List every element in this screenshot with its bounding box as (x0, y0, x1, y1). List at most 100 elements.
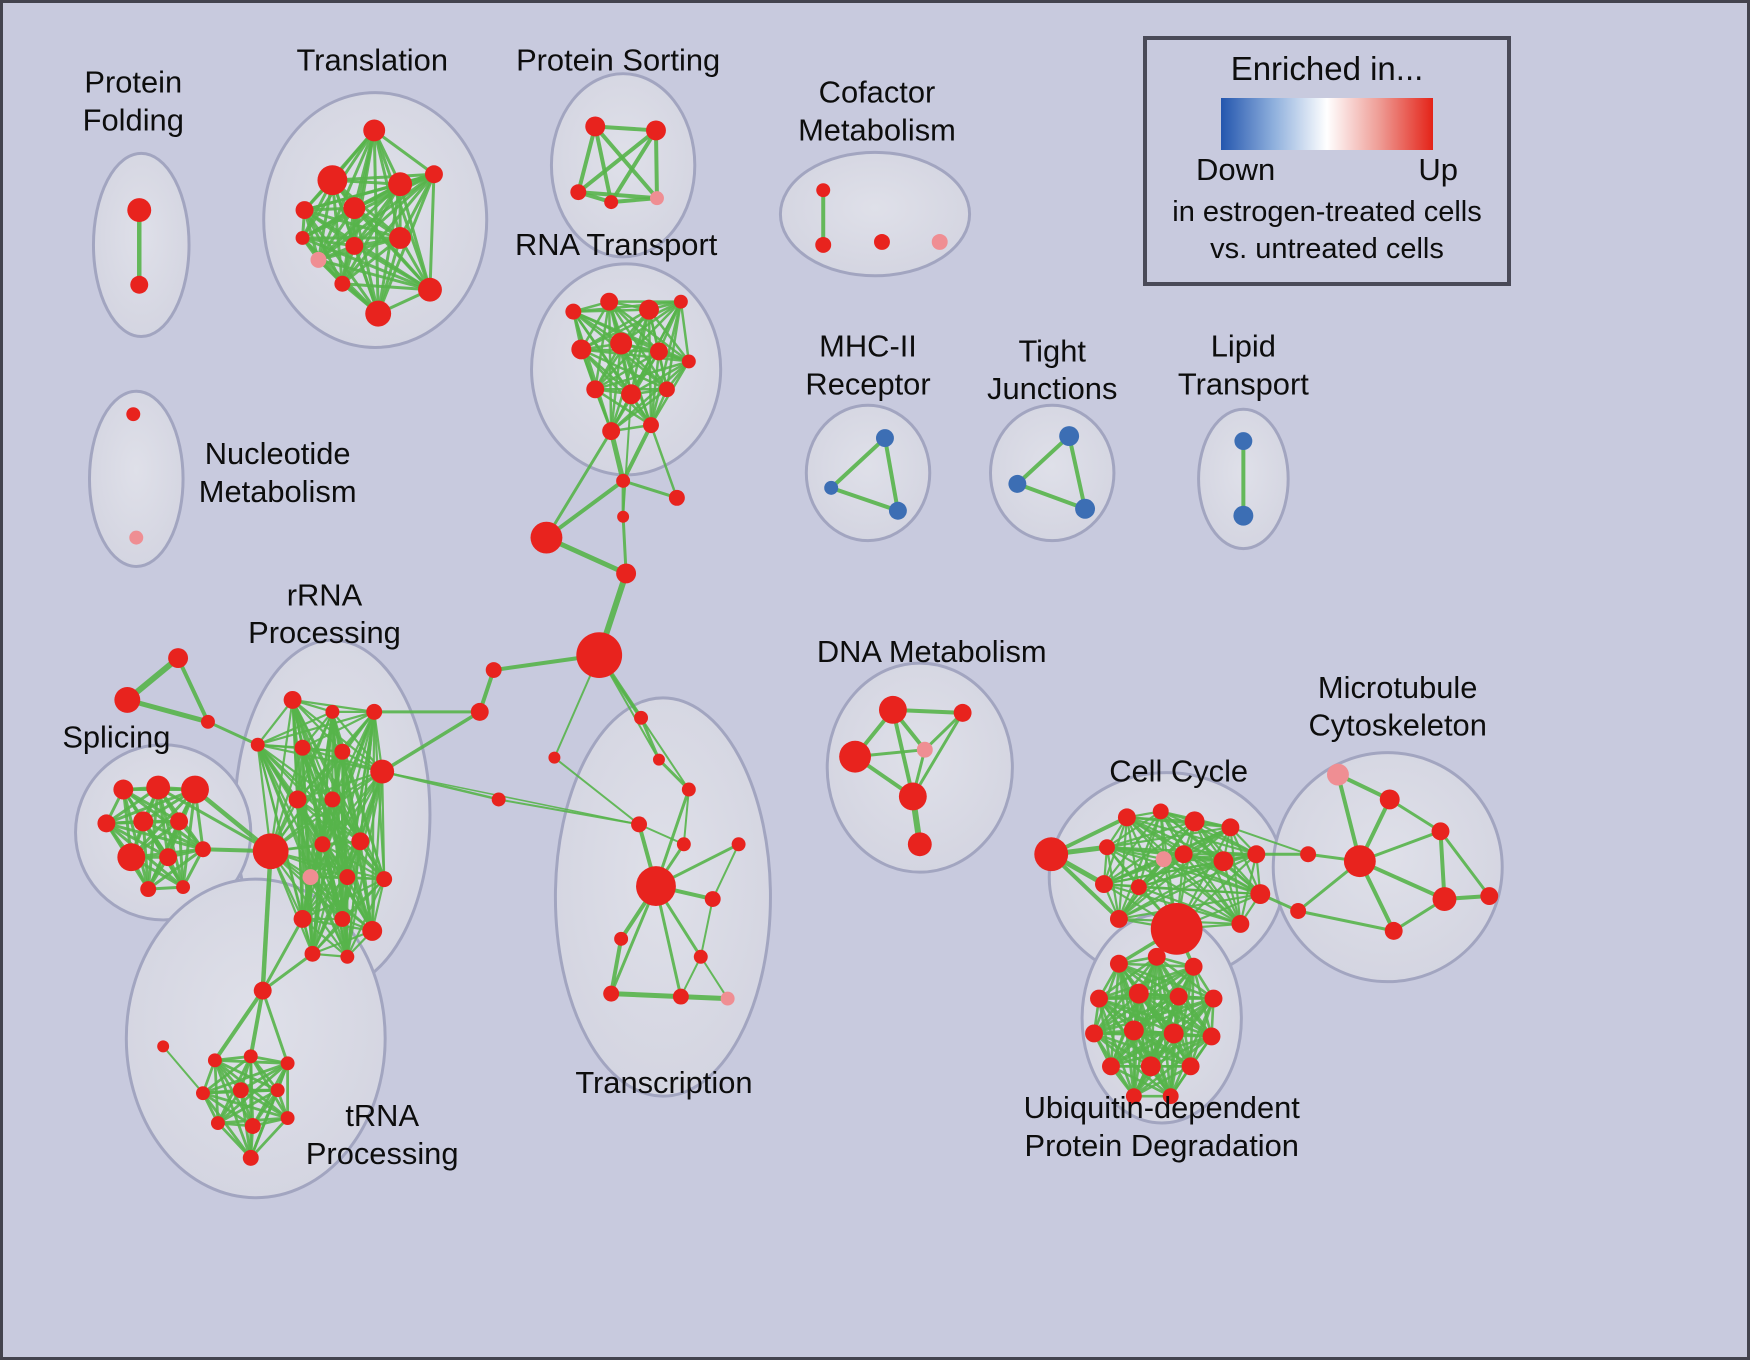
gene-set-node-rr-10 (314, 836, 331, 853)
gene-set-node-cc-9 (1095, 875, 1113, 894)
gene-set-node-tr-1 (317, 165, 348, 196)
network-edge (269, 850, 349, 958)
gene-set-node-ub-15 (1162, 1088, 1179, 1105)
gene-set-node-sp-5 (576, 632, 623, 679)
network-edge (576, 128, 658, 195)
gene-set-node-tr-0 (363, 119, 386, 142)
network-edge (1092, 997, 1215, 1035)
gene-set-node-ub-9 (1163, 1023, 1184, 1044)
network-edge (216, 1121, 253, 1160)
legend-down-label: Down (1196, 152, 1276, 187)
network-edge (1137, 853, 1258, 889)
gene-set-node-mc-1 (1379, 789, 1400, 810)
gene-set-node-rt-0 (565, 303, 582, 320)
network-edge (1109, 1064, 1172, 1098)
gene-set-node-spl-0 (113, 779, 134, 800)
network-edge (649, 423, 679, 500)
network-edge (1388, 797, 1442, 833)
network-edge (621, 423, 653, 483)
legend-caption-line1: in estrogen-treated cells (1172, 196, 1482, 228)
gene-set-node-th-1 (157, 1040, 170, 1053)
network-edge (711, 843, 740, 901)
network-edge (1109, 1035, 1213, 1068)
network-edge (146, 847, 205, 891)
network-edge (216, 1061, 289, 1125)
gene-set-node-rr-8 (324, 791, 341, 808)
network-edge (1092, 995, 1180, 1035)
gene-set-node-ub-12 (1140, 1056, 1161, 1077)
gene-set-node-rt-11 (643, 417, 659, 434)
cluster-label-translation: Translation (296, 43, 448, 78)
network-edge (609, 128, 658, 205)
gene-set-node-tj-2 (1075, 498, 1096, 519)
network-edge (239, 1088, 289, 1120)
network-edge (301, 876, 349, 921)
network-edge (269, 770, 384, 853)
network-edge (428, 172, 436, 292)
gene-set-node-tc-1 (243, 1049, 258, 1064)
gene-set-node-rr-5 (334, 743, 351, 760)
gene-set-node-mc-0 (1326, 763, 1349, 786)
cluster-label-protein-sorting: Protein Sorting (516, 43, 720, 78)
gene-set-node-tr-4 (388, 172, 413, 197)
gene-set-node-spl-2 (181, 775, 209, 804)
network-edge (553, 756, 641, 826)
gene-set-node-tr-9 (389, 227, 412, 249)
network-edge (572, 300, 683, 313)
network-edge (316, 258, 432, 292)
gene-set-node-tx-9 (693, 949, 708, 964)
gene-set-node-ub-3 (1090, 989, 1108, 1008)
cluster-label-dna-metabolism: DNA Metabolism (817, 634, 1047, 669)
gene-set-node-cc-11 (1250, 884, 1271, 905)
network-edge (829, 436, 887, 490)
gene-set-node-lt-1 (1233, 505, 1254, 526)
gene-set-node-tx-0 (634, 710, 649, 725)
gene-set-node-tc-5 (270, 1083, 285, 1098)
network-edge (156, 786, 273, 853)
network-edge (699, 898, 714, 958)
network-edge (576, 124, 598, 195)
gene-set-node-tr-5 (424, 165, 443, 184)
gene-set-node-tr-8 (345, 236, 364, 255)
gene-set-node-mc-6 (1290, 903, 1307, 919)
network-edge (373, 710, 386, 881)
network-edge (249, 1054, 289, 1120)
cluster-label-cell-cycle: Cell Cycle (1109, 754, 1248, 789)
gene-set-node-dm-0 (878, 695, 907, 724)
network-edge (201, 1054, 253, 1095)
legend-caption-line2: vs. untreated cells (1210, 233, 1444, 266)
gene-set-node-rr-17 (362, 920, 383, 941)
cluster-ellipse-cofactor-metabolism (778, 150, 972, 278)
network-edge (619, 300, 683, 345)
gene-set-node-tc-9 (242, 1149, 259, 1166)
gene-set-node-rr-12 (302, 869, 319, 886)
gene-set-node-sp-0 (616, 473, 631, 488)
gene-set-node-cc-13 (1109, 909, 1128, 928)
gene-set-node-cc-3 (1221, 818, 1240, 837)
gene-set-node-ps-2 (570, 184, 587, 201)
gene-set-node-tr-3 (343, 197, 366, 220)
network-edge (380, 710, 482, 774)
legend-up-label: Up (1418, 152, 1458, 187)
network-edge (261, 917, 305, 993)
gene-set-node-rt-9 (658, 381, 675, 398)
legend-axis-labels: Down Up (1196, 152, 1458, 188)
gene-set-node-tc-8 (280, 1111, 295, 1126)
network-edge (1105, 846, 1262, 896)
network-edge (1149, 1035, 1213, 1068)
gene-set-node-cc-14 (1231, 914, 1250, 933)
network-edge (1015, 481, 1088, 511)
network-edge (352, 172, 436, 248)
gene-set-node-tx-5 (731, 837, 746, 852)
gene-set-node-rt-2 (639, 299, 659, 320)
gene-set-node-tx-7 (704, 891, 721, 907)
network-edge (376, 182, 402, 316)
cluster-label-splicing: Splicing (62, 720, 170, 755)
network-edge (316, 172, 436, 262)
cluster-ellipse-microtubule-cytoskeleton (1271, 751, 1504, 984)
network-edge (352, 206, 432, 292)
gene-set-node-pf-0 (127, 198, 152, 223)
